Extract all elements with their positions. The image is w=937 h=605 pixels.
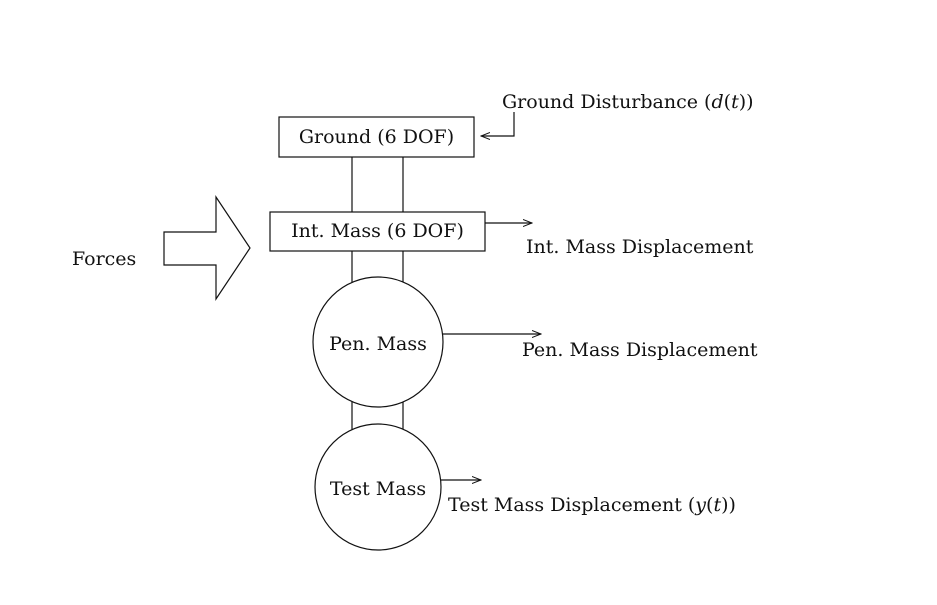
ground-box bbox=[278, 116, 475, 158]
pen-mass-block: Pen. Mass bbox=[312, 276, 444, 408]
ground-block: Ground (6 DOF) bbox=[278, 116, 475, 158]
int-mass-label: Int. Mass (6 DOF) bbox=[291, 220, 464, 242]
ground-label: Ground (6 DOF) bbox=[299, 126, 454, 148]
ground-disturbance-arrow bbox=[481, 112, 515, 136]
pen-mass-displacement-output: Pen. Mass Displacement bbox=[443, 334, 758, 361]
forces-label: Forces bbox=[72, 248, 136, 270]
test-mass-block: Test Mass bbox=[314, 423, 442, 551]
ground-disturbance-label: Ground Disturbance (d(t)) bbox=[502, 91, 754, 113]
int-mass-box bbox=[269, 211, 486, 252]
pen-mass-circle bbox=[312, 276, 444, 408]
pen-mass-displacement-label: Pen. Mass Displacement bbox=[522, 339, 758, 361]
int-mass-displacement-output: Int. Mass Displacement bbox=[485, 223, 754, 258]
test-mass-displacement-output: Test Mass Displacement (y(t)) bbox=[441, 480, 736, 516]
int-mass-displacement-label: Int. Mass Displacement bbox=[526, 236, 754, 258]
int-mass-block: Int. Mass (6 DOF) bbox=[269, 211, 486, 252]
test-mass-displacement-label: Test Mass Displacement (y(t)) bbox=[448, 494, 736, 516]
test-mass-circle bbox=[314, 423, 442, 551]
test-mass-label: Test Mass bbox=[330, 478, 426, 500]
ground-disturbance-input: Ground Disturbance (d(t)) bbox=[481, 91, 754, 136]
forces-arrow bbox=[163, 195, 251, 301]
forces-input: Forces bbox=[72, 195, 251, 301]
suspension-fibers bbox=[351, 157, 404, 432]
pen-mass-label: Pen. Mass bbox=[329, 333, 427, 355]
